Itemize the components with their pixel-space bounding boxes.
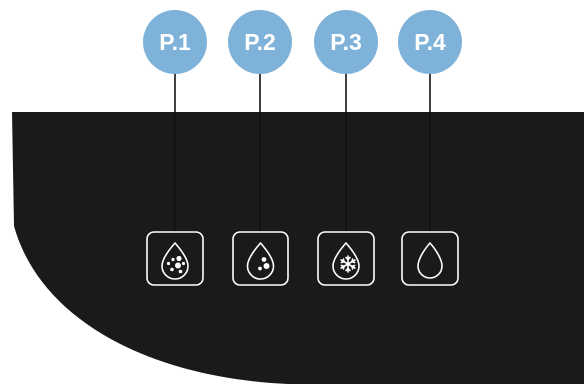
callout-p2: P.2 [228,10,292,74]
callout-label: P.3 [330,29,362,55]
water-drop-chilled-icon [332,242,360,280]
button-frame [317,231,375,286]
water-drop-sparkling-icon [161,242,189,280]
still-water-button[interactable] [401,231,459,286]
callout-p3: P.3 [314,10,378,74]
callout-label: P.1 [159,29,191,55]
button-frame [146,231,204,286]
light-sparkling-water-button[interactable] [232,231,289,286]
callout-badge [228,10,292,74]
callout-badge [314,10,378,74]
callout-label: P.4 [414,29,446,55]
callout-badge [398,10,462,74]
callout-badge [143,10,207,74]
callout-p1: P.1 [143,10,207,74]
sparkling-water-button[interactable] [146,231,204,286]
snowflake-icon [340,255,356,273]
button-frame [401,231,459,286]
water-drop-still-icon [417,242,443,279]
button-frame [232,231,289,286]
control-panel-body [12,112,584,384]
callout-label: P.2 [244,29,276,55]
chilled-water-button[interactable] [317,231,375,286]
callout-p4: P.4 [398,10,462,74]
water-drop-sparkling-icon [246,242,275,280]
